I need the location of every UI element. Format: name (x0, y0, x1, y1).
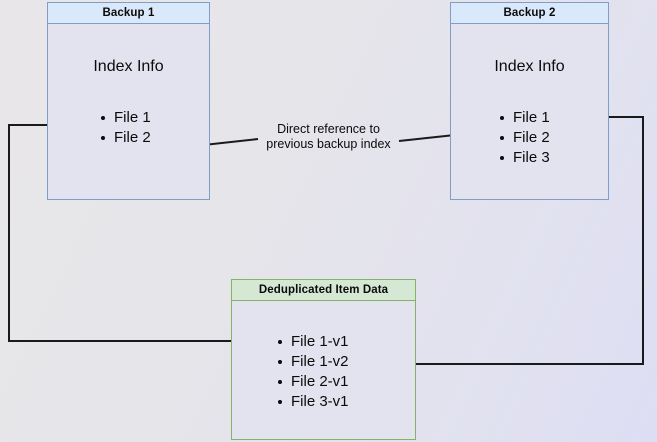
dedup-file-list: File 1-v1 File 1-v2 File 2-v1 File 3-v1 (277, 332, 349, 412)
list-item: File 2 (100, 128, 151, 148)
backup2-body: Index Info File 1 File 2 File 3 (451, 24, 608, 199)
list-item: File 3-v1 (277, 392, 349, 412)
dedup-header: Deduplicated Item Data (232, 280, 415, 301)
backup2-header: Backup 2 (451, 3, 608, 24)
backup1-header: Backup 1 (48, 3, 209, 24)
caption-line-2: previous backup index (266, 137, 391, 151)
list-item: File 3 (499, 148, 550, 168)
backup2-file-list: File 1 File 2 File 3 (499, 108, 550, 168)
caption-line-1: Direct reference to (277, 122, 380, 136)
backup2-index-info-label: Index Info (494, 58, 565, 75)
dedup-body: File 1-v1 File 1-v2 File 2-v1 File 3-v1 (232, 301, 415, 439)
backup1-box: Backup 1 Index Info File 1 File 2 (47, 2, 210, 200)
backup2-box: Backup 2 Index Info File 1 File 2 File 3 (450, 2, 609, 200)
list-item: File 2 (499, 128, 550, 148)
backup1-index-info-label: Index Info (93, 58, 164, 75)
deduplicated-item-data-box: Deduplicated Item Data File 1-v1 File 1-… (231, 279, 416, 440)
list-item: File 1-v1 (277, 332, 349, 352)
list-item: File 1 (100, 108, 151, 128)
list-item: File 1-v2 (277, 352, 349, 372)
backup1-body: Index Info File 1 File 2 (48, 24, 209, 199)
list-item: File 2-v1 (277, 372, 349, 392)
backup1-file-list: File 1 File 2 (100, 108, 151, 148)
direct-reference-caption: Direct reference to previous backup inde… (253, 122, 404, 152)
list-item: File 1 (499, 108, 550, 128)
